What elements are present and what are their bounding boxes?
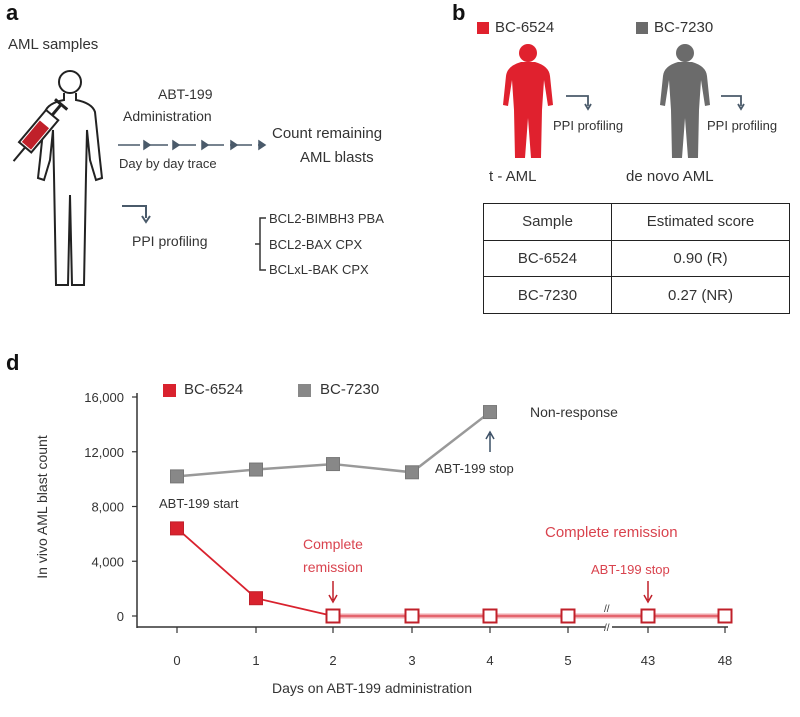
table-cell: BC-7230 <box>483 276 612 314</box>
sample-type-t-aml: t - AML <box>489 168 537 185</box>
x-tick-label: 3 <box>408 653 415 668</box>
legend-swatch-red <box>477 22 489 34</box>
legend-label-bc7230: BC-7230 <box>320 381 380 398</box>
column-header: Sample <box>483 203 612 241</box>
axis-break-mark: // <box>604 604 610 615</box>
y-axis-title: In vivo AML blast count <box>34 435 50 579</box>
data-point-bc-6524 <box>404 608 420 624</box>
annotation-stop-red: ABT-199 stop <box>591 562 670 577</box>
score-table: Sample Estimated score BC-6524 0.90 (R) … <box>483 203 790 314</box>
table-row: BC-6524 0.90 (R) <box>483 239 790 278</box>
administration-label: Administration <box>123 108 212 124</box>
y-tick-label: 8,000 <box>91 500 124 515</box>
assay-item: BCLxL-BAK CPX <box>269 262 369 277</box>
ppi-label: PPI profiling <box>707 118 778 133</box>
data-point-bc-7230 <box>170 469 184 484</box>
column-header: Estimated score <box>611 203 790 241</box>
data-point-bc-7230 <box>405 465 419 480</box>
data-point-bc-7230 <box>249 462 263 477</box>
trace-label: Day by day trace <box>119 156 217 171</box>
annotation-remission-1: Complete <box>303 536 363 552</box>
table-header-row: Sample Estimated score <box>483 203 790 241</box>
panel-label-d: d <box>6 350 20 375</box>
human-gray-icon <box>660 44 710 158</box>
data-point-bc-6524 <box>717 608 733 624</box>
syringe-icon <box>12 98 69 162</box>
axis-break-mark: // <box>604 623 610 634</box>
legend-label-bc6524: BC-6524 <box>184 381 244 398</box>
y-tick-label: 16,000 <box>84 390 124 405</box>
ppi-label: PPI profiling <box>553 118 624 133</box>
human-outline-icon <box>36 70 104 286</box>
legend-swatch-bc7230 <box>298 384 311 397</box>
x-tick-label: 4 <box>486 653 493 668</box>
x-tick-label: 0 <box>173 653 180 668</box>
bent-arrow-icon <box>566 95 745 111</box>
table-cell: BC-6524 <box>483 239 612 278</box>
table-cell: 0.90 (R) <box>611 239 790 278</box>
annotation-remission-1b: remission <box>303 559 363 575</box>
line-chart: // // 0 4,000 8,000 12,000 16,000 0 1 2 3 4 5 43 48 <box>84 384 733 668</box>
x-tick-label: 2 <box>329 653 336 668</box>
annotation-stop-gray: ABT-199 stop <box>435 461 514 476</box>
data-point-bc-6524 <box>560 608 576 624</box>
legend-swatch-bc6524 <box>163 384 176 397</box>
y-tick-label: 4,000 <box>91 554 124 569</box>
y-tick-label: 0 <box>117 609 124 624</box>
annotation-non-response: Non-response <box>530 404 618 420</box>
data-point-bc-6524 <box>170 521 184 536</box>
bent-arrow-icon <box>122 205 151 224</box>
x-tick-label: 48 <box>718 653 732 668</box>
assay-item: BCL2-BIMBH3 PBA <box>269 211 384 226</box>
legend-label-bc7230: BC-7230 <box>654 19 714 36</box>
ppi-label: PPI profiling <box>132 233 208 249</box>
count-label-1: Count remaining <box>272 125 383 142</box>
bracket <box>255 217 266 271</box>
legend-label-bc6524: BC-6524 <box>495 19 555 36</box>
human-red-icon <box>503 44 553 158</box>
data-point-bc-6524 <box>640 608 656 624</box>
count-label-2: AML blasts <box>300 149 374 166</box>
x-tick-label: 5 <box>564 653 571 668</box>
x-tick-label: 1 <box>252 653 259 668</box>
panel-label-b: b <box>452 0 466 25</box>
drug-label: ABT-199 <box>158 86 213 102</box>
arrow-down-icon <box>328 581 338 604</box>
data-point-bc-6524 <box>482 608 498 624</box>
dashed-arrow-icon <box>118 139 267 151</box>
sample-type-de-novo: de novo AML <box>626 168 714 185</box>
table-row: BC-7230 0.27 (NR) <box>483 276 790 314</box>
data-point-bc-7230 <box>483 405 497 420</box>
annotation-remission-2: Complete remission <box>545 524 678 541</box>
assay-item: BCL2-BAX CPX <box>269 237 363 252</box>
data-point-bc-6524 <box>249 591 263 606</box>
annotation-start: ABT-199 start <box>159 496 239 511</box>
y-tick-label: 12,000 <box>84 445 124 460</box>
x-tick-label: 43 <box>641 653 655 668</box>
table-cell: 0.27 (NR) <box>611 276 790 314</box>
arrow-down-icon <box>643 581 653 604</box>
legend-swatch-gray <box>636 22 648 34</box>
data-point-bc-7230 <box>326 457 340 472</box>
panel-label-a: a <box>6 0 19 25</box>
arrow-up-icon <box>485 430 495 452</box>
x-axis-title: Days on ABT-199 administration <box>272 680 472 696</box>
data-point-bc-6524 <box>325 608 341 624</box>
aml-samples-title: AML samples <box>8 36 99 53</box>
